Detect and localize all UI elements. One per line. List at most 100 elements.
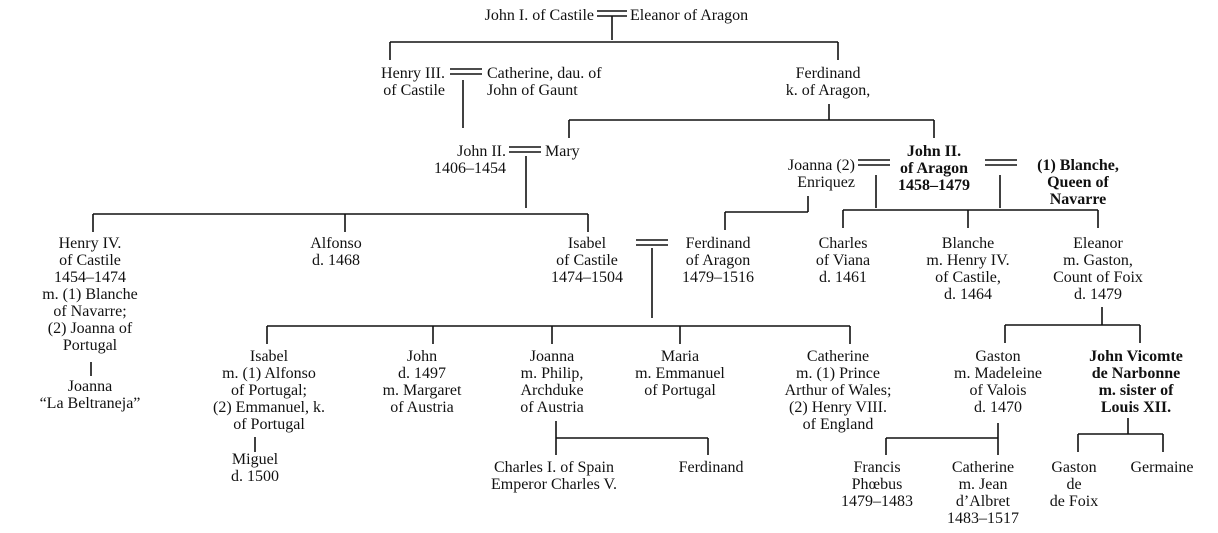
person-line: k. of Aragon, <box>786 82 870 99</box>
person-eleanor-aragon: Eleanor of Aragon <box>630 7 748 24</box>
person-john1: John I. of Castile <box>485 7 594 24</box>
person-line: (1) Blanche, <box>1037 157 1119 174</box>
person-germaine: Germaine <box>1130 459 1193 476</box>
person-line: Ferdinand <box>796 65 861 82</box>
person-line: (2) Joanna of <box>48 320 133 337</box>
person-line: d. 1461 <box>819 269 867 286</box>
person-line: m. Gaston, <box>1063 252 1133 269</box>
person-line: of Valois <box>969 382 1026 399</box>
person-line: m. (1) Alfonso <box>222 365 316 382</box>
person-line: Count of Foix <box>1053 269 1143 286</box>
person-line: Alfonso <box>310 235 362 252</box>
person-line: Portugal <box>63 337 118 354</box>
person-line: 1483–1517 <box>947 510 1019 527</box>
person-line: of Portugal; <box>231 382 307 399</box>
person-line: Miguel <box>232 451 279 468</box>
person-line: m. Philip, <box>521 365 584 382</box>
person-line: Catherine <box>807 348 869 365</box>
person-line: Gaston <box>1051 459 1096 476</box>
person-mary: Mary <box>545 143 580 160</box>
person-line: Enriquez <box>797 174 855 191</box>
person-line: Louis XII. <box>1101 399 1171 416</box>
person-line: Phœbus <box>852 476 903 493</box>
person-line: Germaine <box>1130 459 1193 476</box>
person-line: m. Madeleine <box>954 365 1042 382</box>
person-line: John Vicomte <box>1089 348 1183 365</box>
person-line: of Castile <box>383 82 445 99</box>
person-line: Francis <box>853 459 900 476</box>
person-line: Isabel <box>568 235 607 252</box>
person-line: 1479–1483 <box>841 493 913 510</box>
person-line: de <box>1066 476 1081 493</box>
person-line: John II. <box>907 143 961 160</box>
person-line: John I. of Castile <box>485 7 594 24</box>
person-line: 1454–1474 <box>54 269 126 286</box>
person-line: 1479–1516 <box>682 269 754 286</box>
person-line: Blanche <box>942 235 994 252</box>
person-line: Queen of <box>1047 174 1109 191</box>
person-line: Navarre <box>1050 191 1107 208</box>
person-line: d. 1470 <box>974 399 1022 416</box>
person-line: of Castile, <box>935 269 1001 286</box>
person-line: m. (1) Prince <box>796 365 880 382</box>
person-line: de Foix <box>1050 493 1098 510</box>
connector-lines <box>90 10 1164 455</box>
person-line: 1406–1454 <box>434 160 506 177</box>
person-line: Joanna <box>68 378 112 395</box>
person-line: 1458–1479 <box>898 177 970 194</box>
person-line: of Castile <box>59 252 121 269</box>
person-line: Emperor Charles V. <box>491 476 617 493</box>
person-line: de Narbonne <box>1092 365 1180 382</box>
person-line: d. 1497 <box>398 365 446 382</box>
person-line: of Navarre; <box>53 303 126 320</box>
person-line: (2) Emmanuel, k. <box>213 399 325 416</box>
person-line: m. Henry IV. <box>926 252 1009 269</box>
person-line: 1474–1504 <box>551 269 623 286</box>
person-line: d. 1468 <box>312 252 360 269</box>
person-line: Henry III. <box>381 65 445 82</box>
person-john2-castile: John II.1406–1454 <box>434 143 506 177</box>
person-line: of Aragon <box>900 160 968 177</box>
person-line: Mary <box>545 143 580 160</box>
person-line: Catherine, dau. of <box>487 65 602 82</box>
person-line: Ferdinand <box>686 235 751 252</box>
person-line: Maria <box>661 348 699 365</box>
person-line: m. (1) Blanche <box>42 286 138 303</box>
person-line: m. sister of <box>1099 382 1174 399</box>
person-joanna-beltraneja: Joanna“La Beltraneja” <box>40 378 141 412</box>
person-line: m. Margaret <box>383 382 462 399</box>
person-line: m. Emmanuel <box>635 365 725 382</box>
person-line: of England <box>803 416 874 433</box>
person-line: Arthur of Wales; <box>785 382 892 399</box>
person-line: d. 1464 <box>944 286 992 303</box>
person-line: Gaston <box>975 348 1020 365</box>
person-ferdinand-emperor: Ferdinand <box>679 459 744 476</box>
person-line: of Portugal <box>233 416 305 433</box>
person-henry3: Henry III.of Castile <box>381 65 445 99</box>
person-line: Eleanor <box>1073 235 1123 252</box>
person-line: Charles <box>819 235 868 252</box>
person-line: d. 1500 <box>231 468 279 485</box>
person-line: Eleanor of Aragon <box>630 7 748 24</box>
person-line: d’Albret <box>956 493 1011 510</box>
